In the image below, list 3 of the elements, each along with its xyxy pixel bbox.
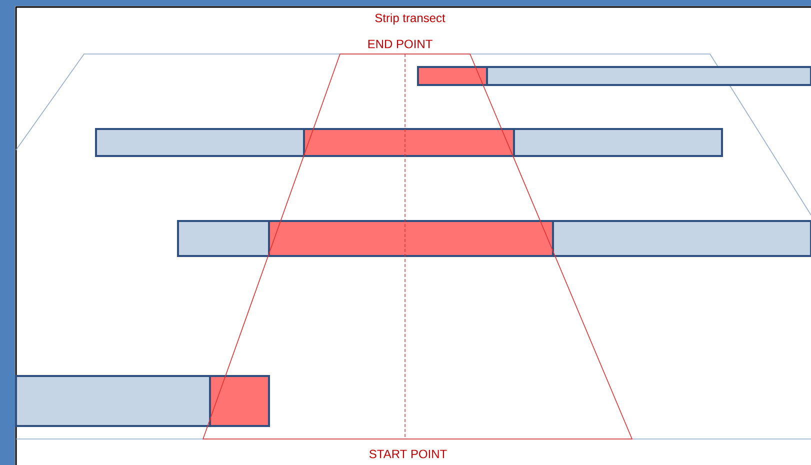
title: Strip transect: [375, 13, 446, 25]
point-label: END POINT: [366, 38, 434, 50]
point-label: START POINT: [368, 448, 448, 460]
